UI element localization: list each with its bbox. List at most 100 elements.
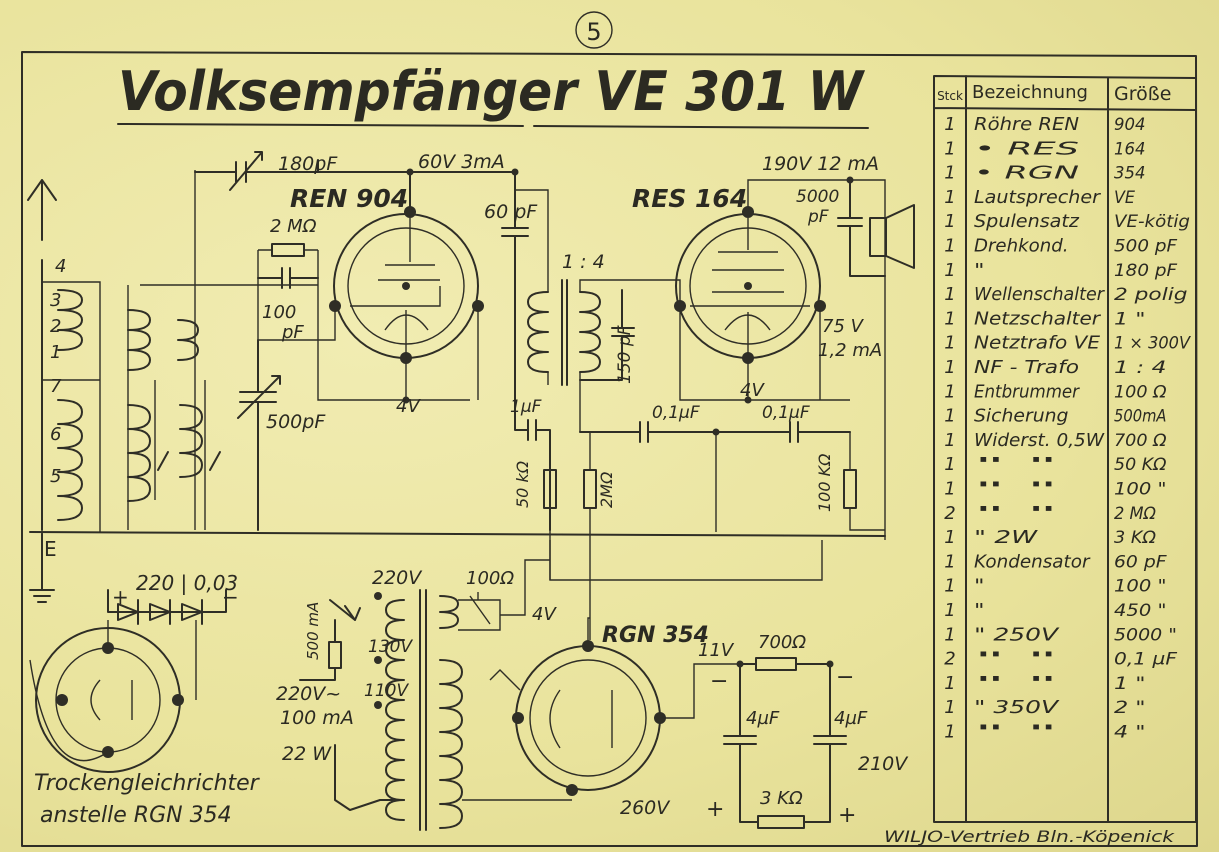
capacitor-150pf (579, 289, 635, 381)
ground-bus (29, 531, 886, 603)
parts-row-size: 1 " (1114, 674, 1146, 694)
plus-rectifier: + (112, 585, 129, 609)
parts-header-qty: Stck (937, 89, 963, 103)
label-4v-a: 4V (396, 396, 421, 417)
parts-row-name: Netzschalter (974, 308, 1102, 329)
dry-rectifier-stack (107, 589, 227, 625)
label-220v: 220V (372, 567, 423, 589)
tube-rgn354-electrodes (462, 617, 740, 801)
parts-row-qty: 1 (944, 163, 955, 184)
parts-row-name: • RES (974, 138, 1079, 159)
parts-row-qty: 1 (944, 284, 955, 305)
tap-label-1: 1 (50, 342, 61, 363)
label-220v-mains: 220V~ (276, 683, 341, 705)
parts-row-name: Röhre REN (974, 114, 1079, 135)
tap-dot (374, 656, 382, 664)
mains-trafo-primary (385, 599, 405, 821)
parts-row-name: NF - Trafo (974, 357, 1079, 378)
parts-row-qty: 1 (944, 551, 955, 572)
parts-row-qty: 1 (944, 722, 955, 743)
parts-row-size: 2 " (1114, 698, 1146, 718)
parts-row-qty: 1 (944, 454, 955, 475)
parts-row-size: 100 " (1114, 577, 1167, 597)
tap-label-3: 3 (50, 290, 61, 311)
parts-row-qty: 1 (944, 308, 955, 329)
parts-header-name: Bezeichnung (972, 82, 1088, 103)
tube-pin (404, 206, 416, 218)
resistor-3kohm (757, 815, 805, 829)
parts-row-size: 500 pF (1114, 237, 1177, 257)
parts-row-qty: 1 (944, 114, 955, 135)
junction (826, 660, 834, 668)
parts-row-qty: 1 (944, 697, 955, 718)
tube-cathode-dot (744, 282, 752, 290)
tube-pin (582, 640, 594, 652)
tube-label-rgn354: RGN 354 (602, 623, 709, 648)
anode-feed-line (317, 171, 516, 211)
label-100-ohm: 100Ω (466, 568, 514, 589)
parts-row-size: VE (1114, 188, 1135, 208)
label-2m-vertical: 2MΩ (597, 471, 616, 508)
parts-row-name: " (974, 260, 985, 281)
junction (406, 168, 414, 176)
label-100ma: 100 mA (280, 707, 354, 729)
parts-row-name: Kondensator (974, 551, 1091, 572)
filter-network (723, 663, 847, 823)
capacitor-60pf (501, 171, 529, 431)
label-190v: 190V 12 mA (762, 153, 879, 175)
parts-table-grid (933, 75, 1197, 823)
parts-row-size: VE-kötig (1114, 212, 1190, 232)
parts-row-size: 50 KΩ (1114, 455, 1167, 475)
label-1uf: 1µF (510, 397, 542, 417)
label-110v: 110V (364, 681, 409, 701)
tube-pin (329, 300, 341, 312)
resistor-50k (543, 469, 557, 509)
parts-row-qty: 1 (944, 333, 955, 354)
antenna-coil-wiring (42, 281, 101, 532)
label-5000: 5000 (796, 187, 839, 207)
parts-row-name: " 2W (974, 527, 1039, 548)
grid-leak-wiring (257, 249, 336, 360)
label-260v: 260V (620, 797, 671, 819)
label-500ma: 500 mA (304, 602, 322, 660)
parts-row-size: 354 (1114, 164, 1146, 184)
fuse-and-switch (299, 599, 405, 811)
rf-coil-upper-b (177, 319, 199, 361)
parts-row-name: " " (974, 722, 1058, 743)
speaker-icon (869, 204, 915, 269)
resistor-2mohm (271, 243, 305, 257)
parts-row-size: 1 : 4 (1114, 358, 1167, 378)
rectifier-tube-electrodes (29, 620, 197, 762)
parts-row-qty: 1 (944, 527, 955, 548)
resistor-2m-vertical (583, 469, 597, 509)
label-180pf: 180pF (278, 153, 338, 175)
label-5000-pf: pF (807, 207, 829, 227)
junction (712, 428, 720, 436)
tube-cathode-dot (402, 282, 410, 290)
minus-filter-a: − (710, 669, 728, 694)
parts-row-size: 0,1 µF (1114, 650, 1177, 670)
parts-row-name: " 350V (974, 697, 1060, 718)
label-130v: 130V (368, 637, 413, 657)
tube-pin (566, 784, 578, 796)
parts-row-name: " " (974, 503, 1058, 524)
parts-row-qty: 1 (944, 406, 955, 427)
tap-label-7: 7 (50, 376, 62, 397)
parts-row-name: Widerst. 0,5W (974, 430, 1105, 451)
parts-row-size: 4 " (1114, 723, 1146, 743)
parts-row-qty: 2 (944, 503, 955, 524)
parts-row-name: Wellenschalter (974, 284, 1106, 305)
parts-row-name: Drehkond. (974, 236, 1069, 257)
label-150pf: 150 pF (615, 325, 635, 384)
label-4v-c: 4V (532, 604, 557, 625)
return-wiring (549, 540, 823, 581)
label-60v-3ma: 60V 3mA (418, 151, 505, 173)
tap-label-4: 4 (55, 256, 66, 277)
parts-row-size: 164 (1114, 139, 1146, 159)
tube-pin (674, 300, 686, 312)
nf-trafo-primary (527, 291, 549, 373)
label-500pf: 500pF (266, 411, 326, 433)
capacitor-100pf (257, 267, 319, 289)
label-50k: 50 kΩ (513, 460, 532, 508)
